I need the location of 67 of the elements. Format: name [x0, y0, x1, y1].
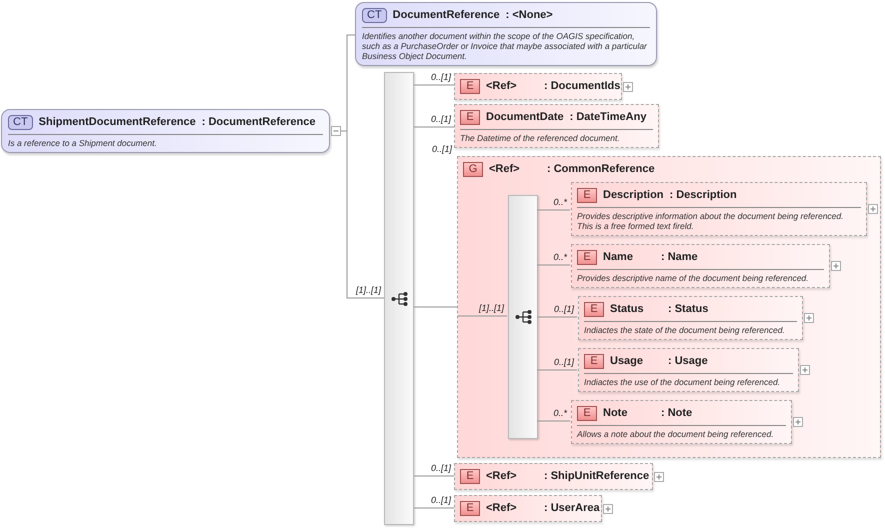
description-text: Provides descriptive name of the document being referenced.: [577, 269, 824, 283]
multiplicity-label: [1]..[1]: [478, 303, 504, 313]
type-badge: E: [460, 468, 480, 484]
multiplicity-label: 0..[1]: [554, 304, 574, 314]
type-badge: E: [577, 406, 597, 420]
type-badge: E: [577, 188, 597, 202]
multiplicity-label: 0..[1]: [430, 72, 451, 82]
type-badge: E: [577, 250, 597, 264]
type-badge: CT: [8, 114, 33, 130]
type-name: : DateTimeAny: [570, 111, 646, 123]
type-badge: CT: [362, 8, 387, 22]
element-name: Note: [603, 407, 628, 419]
element-name: Status: [610, 303, 645, 315]
element-name: Usage: [610, 355, 644, 367]
description-text: Indiactes the use of the document being referenced.: [584, 373, 793, 387]
type-badge: E: [584, 354, 604, 368]
description-text: Provides descriptive information about the document being referenced. This is a free formed text fireld.: [577, 207, 861, 231]
connector-line: [340, 130, 384, 298]
multiplicity-label: 0..[1]: [430, 463, 451, 473]
type-name: : DocumentIds: [544, 80, 620, 92]
type-name: : DocumentReference: [202, 116, 316, 128]
type-name: : Name: [661, 251, 698, 263]
type-name: : ShipUnitReference: [544, 470, 650, 482]
description-text: Allows a note about the document being referenced.: [577, 425, 786, 439]
description-text: The Datetime of the referenced document.: [460, 129, 653, 143]
multiplicity-label: 0..[1]: [432, 144, 452, 154]
element-name: ShipmentDocumentReference: [38, 116, 196, 128]
element-box: [454, 104, 659, 148]
multiplicity-label: 0..*: [553, 197, 567, 207]
type-badge: E: [584, 302, 604, 316]
multiplicity-label: 0..[1]: [430, 114, 451, 124]
multiplicity-label: [1]..[1]: [356, 285, 381, 295]
type-badge: E: [460, 78, 480, 94]
type-name: : Note: [661, 407, 692, 419]
multiplicity-label: 0..*: [553, 252, 567, 262]
type-badge: G: [463, 162, 483, 176]
type-name: : CommonReference: [547, 163, 655, 175]
connector-line: [414, 306, 458, 308]
type-name: : Status: [668, 303, 708, 315]
type-badge: E: [460, 110, 480, 124]
multiplicity-label: 0..[1]: [430, 495, 451, 505]
connector-line: [536, 420, 570, 422]
element-name: DocumentReference: [392, 9, 500, 21]
description-text: Indiactes the state of the document being referenced.: [584, 321, 797, 335]
element-name: DocumentDate: [486, 111, 564, 123]
type-name: : UserArea: [544, 502, 600, 514]
complex-type-box: [355, 2, 657, 66]
connector-line: [414, 126, 454, 128]
description-text: Is a reference to a Shipment document.: [8, 134, 323, 148]
connector-line: [536, 264, 570, 266]
element-name: <Ref>: [489, 163, 521, 175]
element-name: Description: [603, 189, 664, 201]
element-name: <Ref>: [486, 80, 518, 92]
sequence-bar: [384, 72, 414, 525]
connector-line: [414, 84, 454, 86]
element-name: Name: [603, 251, 634, 263]
connector-line: [536, 316, 578, 318]
type-name: : Usage: [668, 355, 708, 367]
element-name: <Ref>: [486, 470, 518, 482]
sequence-bar: [508, 195, 538, 439]
multiplicity-label: 0..*: [553, 408, 567, 418]
type-name: : Description: [670, 189, 737, 201]
type-name: : <None>: [506, 9, 553, 21]
type-badge: E: [460, 500, 480, 516]
description-text: Identifies another document within the scope of the OAGIS specification, such as a PurchaseOrder or Invoice that maybe associated with a particular Business Object Document.: [362, 27, 650, 61]
multiplicity-label: 0..[1]: [554, 357, 574, 367]
element-name: <Ref>: [486, 502, 518, 514]
